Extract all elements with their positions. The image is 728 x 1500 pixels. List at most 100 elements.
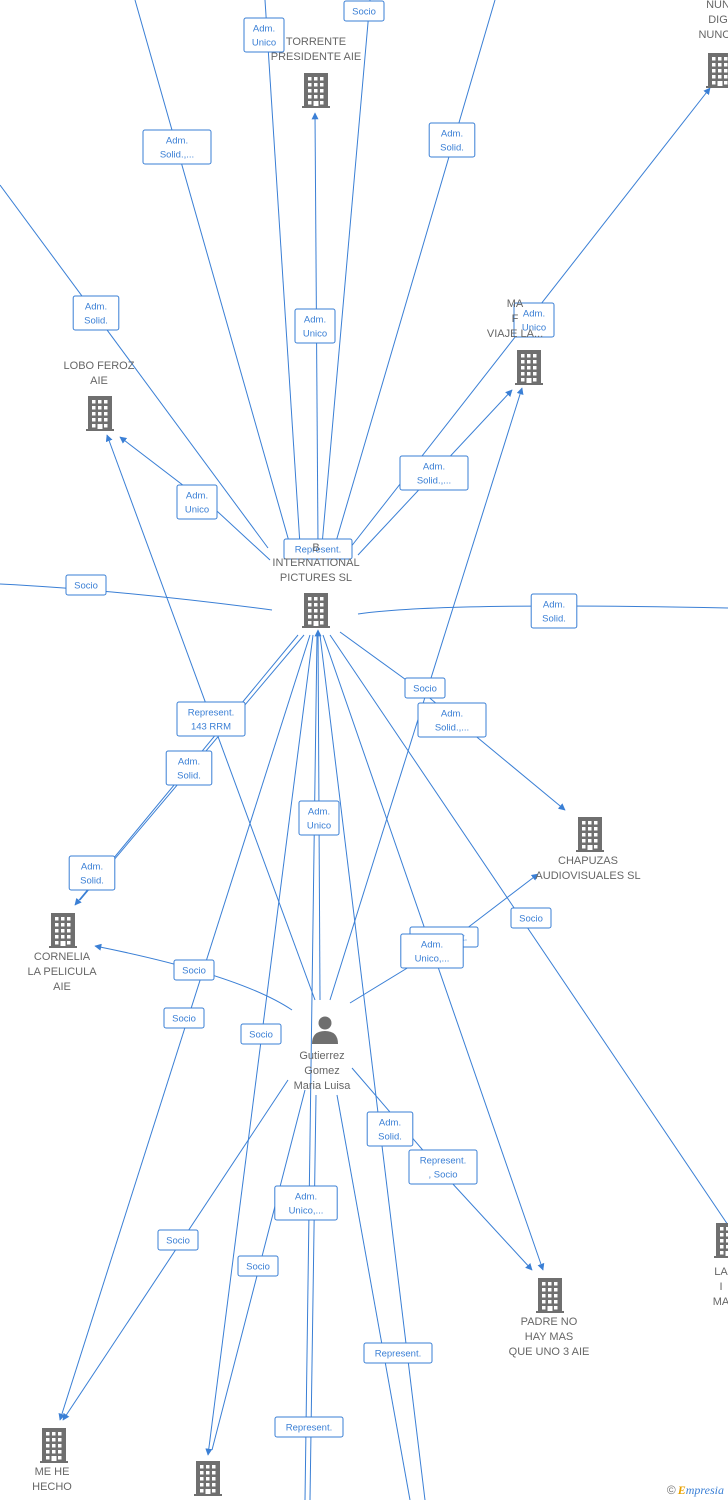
edge-label-l-socio-corn[interactable]: Socio bbox=[173, 959, 215, 981]
edge-label-text: Unico bbox=[522, 323, 546, 334]
edge-label-l-admsolid-nw[interactable]: Adm.Solid.,... bbox=[142, 129, 212, 165]
node-label: PADRE NO bbox=[521, 1316, 578, 1328]
edge-label-l-represent-b2[interactable]: Represent. bbox=[274, 1416, 344, 1438]
edge-label-text: Solid. bbox=[80, 876, 104, 887]
edge-label-text: Adm. bbox=[379, 1118, 401, 1129]
edge bbox=[205, 634, 314, 1456]
edge bbox=[321, 0, 371, 546]
edge-label-l-admsolid-w[interactable]: Adm.Solid. bbox=[72, 295, 120, 331]
edge-label-text: Adm. bbox=[253, 24, 275, 35]
node-bottom[interactable] bbox=[194, 1461, 222, 1496]
edge-label-text: , Socio bbox=[428, 1170, 457, 1181]
edge-label-text: Represent. bbox=[420, 1156, 466, 1167]
building-icon bbox=[49, 913, 77, 948]
edge-label-l-represent-center[interactable]: Represent. bbox=[283, 538, 353, 560]
edge bbox=[134, 0, 291, 546]
edge-label-text: Unico bbox=[252, 38, 276, 49]
edge-label-l-admunico-top[interactable]: Adm. Unico bbox=[243, 17, 285, 53]
edge-label-text: 143 RRM bbox=[191, 722, 231, 733]
node-label: MA bbox=[507, 298, 524, 310]
node-label: AIE bbox=[53, 981, 71, 993]
building-icon bbox=[576, 817, 604, 852]
node-label: LA bbox=[714, 1266, 728, 1278]
edge-label-l-socio-mehe1[interactable]: Socio bbox=[163, 1007, 205, 1029]
edge-label-text: Socio bbox=[74, 581, 98, 592]
node-label: F bbox=[512, 313, 519, 325]
building-icon bbox=[302, 593, 330, 628]
edge-label-text: Adm. bbox=[421, 940, 443, 951]
edge-label-text: Unico bbox=[307, 821, 331, 832]
edge-label-l-admunico-ma[interactable]: Adm.Unico bbox=[513, 302, 555, 338]
node-label: Gomez bbox=[304, 1065, 339, 1077]
edge-label-l-admunico-chap[interactable]: Adm.Unico,... bbox=[400, 933, 464, 969]
edge-label-l-socio-bot[interactable]: Socio bbox=[237, 1255, 279, 1277]
edge-label-l-admsolid-chap[interactable]: Adm. Solid.,... bbox=[417, 702, 487, 738]
node-label: QUE UNO 3 AIE bbox=[509, 1346, 590, 1358]
edge-label-l-represent-b1[interactable]: Represent. bbox=[363, 1342, 433, 1364]
edge-label-text: Adm. bbox=[178, 757, 200, 768]
edge bbox=[94, 943, 293, 1011]
edge-label-l-admunico-lobo[interactable]: Adm.Unico bbox=[176, 484, 218, 520]
edge-label-l-admsolid-padre[interactable]: Adm.Solid. bbox=[366, 1111, 414, 1147]
edge-label-l-admunico-mid[interactable]: Adm.Unico bbox=[294, 308, 336, 344]
building-icon bbox=[515, 350, 543, 385]
edge-label-text: Represent. bbox=[375, 1349, 421, 1360]
edge-label-l-admsolid-right[interactable]: Adm.Solid. bbox=[530, 593, 578, 629]
edge-label-l-admunico-low[interactable]: Adm.Unico bbox=[298, 800, 340, 836]
edge-label-l-represent143[interactable]: Represent. 143 RRM bbox=[176, 701, 246, 737]
node-label: AIE bbox=[90, 375, 108, 387]
node-label: NUN bbox=[706, 0, 728, 11]
node-label: VIAJE LA... bbox=[487, 328, 543, 340]
edge bbox=[309, 1094, 317, 1500]
edge-label-text: Socio bbox=[246, 1262, 270, 1273]
node-ma[interactable]: MA F VIAJE LA... bbox=[487, 298, 543, 385]
building-icon bbox=[714, 1223, 728, 1258]
node-label: PRESIDENTE AIE bbox=[271, 51, 361, 63]
node-label: Gutierrez bbox=[299, 1050, 344, 1062]
edge-label-text: Socio bbox=[352, 7, 376, 18]
edge-label-text: Solid. bbox=[84, 316, 108, 327]
edge-label-l-socio-p1[interactable]: Socio bbox=[240, 1023, 282, 1045]
node-label: MA bbox=[713, 1296, 728, 1308]
node-label: HECHO bbox=[32, 1481, 72, 1493]
node-nunca[interactable]: NUNDIGNUNCA bbox=[698, 0, 728, 88]
edge-label-l-admsolid-ma[interactable]: Adm.Solid.,... bbox=[399, 455, 469, 491]
edge-label-l-socio-right[interactable]: Socio bbox=[510, 907, 552, 929]
edge-label-l-socio-top[interactable]: Socio bbox=[343, 0, 385, 22]
building-icon bbox=[302, 73, 330, 108]
edge-label-text: Solid.,... bbox=[435, 723, 469, 734]
building-icon bbox=[86, 396, 114, 431]
edge-label-l-admsolid-ne[interactable]: Adm.Solid. bbox=[428, 122, 476, 158]
edge-label-text: Adm. bbox=[295, 1192, 317, 1203]
edge-label-text: Unico bbox=[185, 505, 209, 516]
person-icon bbox=[312, 1016, 338, 1044]
edge-label-text: Socio bbox=[166, 1236, 190, 1247]
edge-label-text: Represent. bbox=[188, 708, 234, 719]
edge-label-text: Socio bbox=[172, 1014, 196, 1025]
edge bbox=[264, 0, 301, 546]
edge-label-text: Adm. bbox=[304, 315, 326, 326]
edge-label-l-represent-socio[interactable]: Represent. , Socio bbox=[408, 1149, 478, 1185]
edge bbox=[357, 605, 728, 615]
edge-label-l-admsolid-corn1[interactable]: Adm. Solid. bbox=[165, 750, 213, 786]
brand-logo-rest: mpresia bbox=[685, 1483, 724, 1497]
edge-label-l-admunico-b[interactable]: Adm.Unico,... bbox=[274, 1185, 338, 1221]
edge-label-l-socio-chap[interactable]: Socio bbox=[404, 677, 446, 699]
node-label: Maria Luisa bbox=[294, 1080, 352, 1092]
edge bbox=[334, 0, 496, 546]
edge-label-l-socio-mehe2[interactable]: Socio bbox=[157, 1229, 199, 1251]
edge-label-l-admsolid-corn2[interactable]: Adm.Solid. bbox=[68, 855, 116, 891]
brand-logo-letter: E bbox=[677, 1483, 686, 1497]
edge-label-l-socio-left[interactable]: Socio bbox=[65, 574, 107, 596]
edge-label-text: Solid. bbox=[177, 771, 201, 782]
edge-label-text: Adm. bbox=[441, 709, 463, 720]
